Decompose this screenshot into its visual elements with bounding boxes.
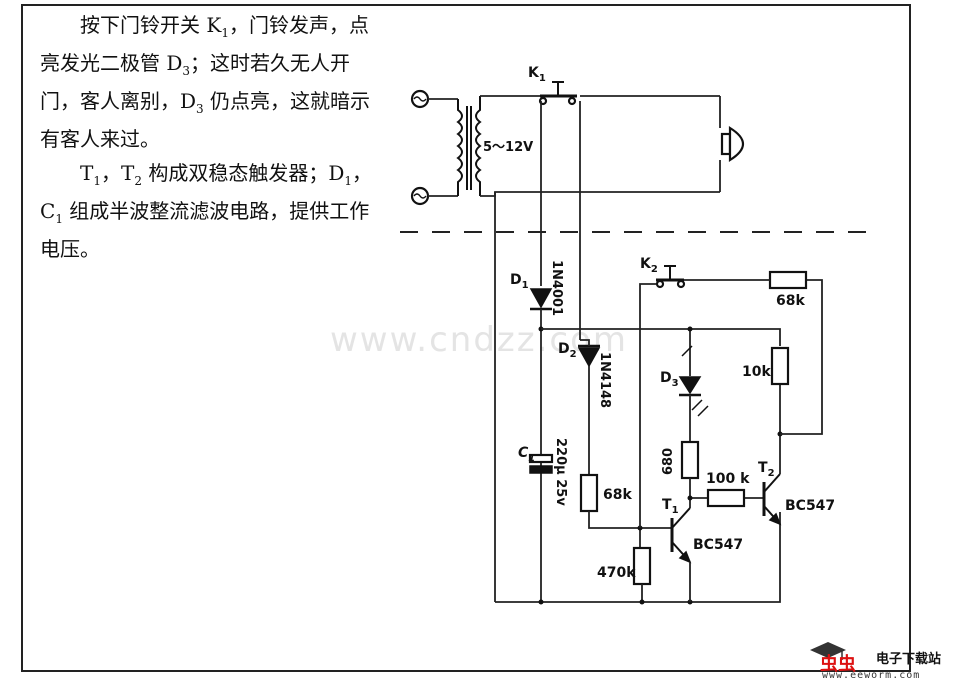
r-680-resistor-icon xyxy=(680,440,700,480)
description-text-segment: 组成半波整流滤波电路，提供工作电压。 xyxy=(40,199,370,261)
description-text-segment: ，T xyxy=(100,161,135,185)
door-bell-icon xyxy=(719,96,745,192)
watermark: www.cndzz.com xyxy=(330,320,629,360)
k2-pushbutton-icon[interactable] xyxy=(655,265,686,289)
t1-transistor-icon xyxy=(670,507,692,564)
r-10k-resistor-icon xyxy=(770,346,790,386)
c1-capacitor-icon xyxy=(528,453,554,474)
d2-part-label: 1N4148 xyxy=(597,352,612,408)
t1-part-label: BC547 xyxy=(693,537,743,553)
k1-label: K1 xyxy=(528,65,546,84)
diagram-frame xyxy=(21,4,911,672)
d3-led-icon xyxy=(678,345,709,417)
ac-input-bottom-icon xyxy=(410,186,430,206)
t2-label: T2 xyxy=(758,460,775,479)
description-subscript: 1 xyxy=(344,174,353,188)
r-100k-label: 100 k xyxy=(706,471,750,487)
description-text-segment: ，门铃发声，点亮发光二极管 D xyxy=(40,13,369,75)
c1-label: C1 xyxy=(518,445,535,464)
description-text-segment: ，C xyxy=(40,161,373,223)
description-subscript: 1 xyxy=(55,212,63,226)
r-680-label: 680 xyxy=(661,448,676,475)
description-subscript: 2 xyxy=(134,174,142,188)
r-470k-resistor-icon xyxy=(632,546,652,586)
description-subscript: 3 xyxy=(196,102,204,116)
ac-input-top-icon xyxy=(410,89,430,109)
transformer-voltage-label: 5～12V xyxy=(483,140,533,155)
description-paragraph-1: 按下门铃开关 K1，门铃发声，点亮发光二极管 D3；这时若久无人开门，客人离别，… xyxy=(40,10,380,154)
description-text-segment: T xyxy=(80,161,94,185)
logo-mark-icon: 虫虫 xyxy=(810,642,856,672)
k2-label: K2 xyxy=(640,256,658,275)
site-logo: 虫虫 电子下载站 www.eeworm.com xyxy=(806,624,956,684)
r-10k-label: 10k xyxy=(742,364,771,380)
c1-value-label: 220μ 25v xyxy=(553,438,568,506)
d3-label: D3 xyxy=(660,370,679,389)
t2-transistor-icon xyxy=(762,473,782,526)
description-subscript: 1 xyxy=(221,26,229,40)
r-68k-top-resistor-icon xyxy=(768,270,808,290)
logo-mark-text: 虫虫 xyxy=(820,653,856,672)
r-100k-resistor-icon xyxy=(706,488,746,508)
t2-part-label: BC547 xyxy=(785,498,835,514)
r-470k-label: 470k xyxy=(597,565,636,581)
transformer-icon xyxy=(456,96,482,196)
d1-part-label: 1N4001 xyxy=(549,260,564,316)
d2-label: D2 xyxy=(558,341,577,360)
t1-label: T1 xyxy=(662,497,679,516)
d2-diode-icon xyxy=(577,344,601,368)
description-subscript: 1 xyxy=(93,174,101,188)
description-paragraph-2: T1，T2 构成双稳态触发器；D1，C1 组成半波整流滤波电路，提供工作电压。 xyxy=(40,158,380,264)
description-text: 按下门铃开关 K1，门铃发声，点亮发光二极管 D3；这时若久无人开门，客人离别，… xyxy=(40,10,380,268)
r-68k-top-label: 68k xyxy=(776,293,805,309)
k1-pushbutton-icon[interactable] xyxy=(538,81,577,106)
logo-name: 电子下载站 xyxy=(876,652,942,667)
description-text-segment: 按下门铃开关 K xyxy=(80,13,222,37)
logo-url: www.eeworm.com xyxy=(822,670,921,681)
description-subscript: 3 xyxy=(182,64,191,78)
d1-diode-icon xyxy=(529,288,553,311)
r-68k-mid-label: 68k xyxy=(603,487,632,503)
description-text-segment: 仍点亮，这就暗示有客人来过。 xyxy=(40,89,371,151)
d1-label: D1 xyxy=(510,272,529,291)
description-text-segment: 构成双稳态触发器；D xyxy=(141,161,345,185)
description-text-segment: ；这时若久无人开门，客人离别，D xyxy=(40,51,351,113)
r-68k-mid-resistor-icon xyxy=(579,473,599,513)
